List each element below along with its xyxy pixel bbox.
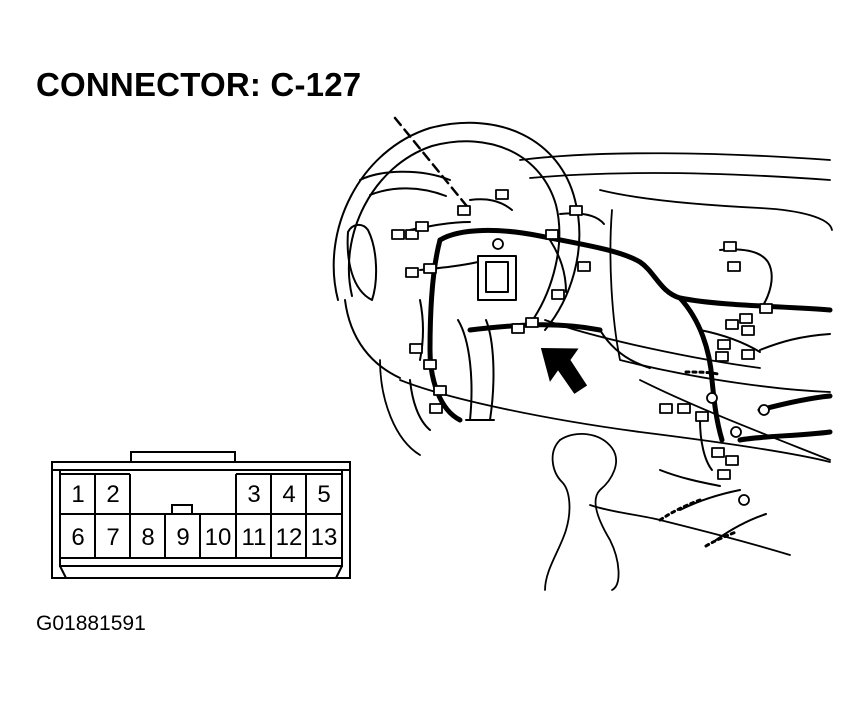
connector-face (51, 451, 351, 579)
wiring-harness (427, 227, 833, 443)
diagram-title: CONNECTOR: C-127 (36, 66, 362, 103)
shift-lever (544, 433, 791, 591)
pin-label: 7 (106, 524, 119, 551)
pin-label: 6 (71, 524, 84, 551)
pin-label: 9 (176, 524, 189, 551)
harness-connectors (391, 189, 773, 506)
pin-label: 5 (317, 481, 330, 508)
pin-label: 3 (247, 481, 260, 508)
connector-pin-labels: 1 2 3 4 5 6 7 8 9 10 11 12 13 (71, 481, 337, 551)
pin-label: 10 (205, 524, 232, 551)
steering-column (457, 255, 517, 421)
pin-label: 8 (141, 524, 154, 551)
branch-wires (409, 198, 831, 541)
location-arrow (540, 347, 588, 394)
pin-label: 11 (242, 524, 267, 551)
pin-label: 2 (106, 481, 119, 508)
pin-label: 12 (276, 524, 303, 551)
pin-label: 1 (71, 481, 84, 508)
pin-label: 4 (282, 481, 295, 508)
figure-id: G01881591 (36, 612, 146, 635)
steering-wheel (332, 116, 581, 379)
dashboard-illustration (332, 116, 833, 591)
dashed-wires (658, 370, 738, 548)
instrument-panel (379, 152, 833, 463)
pin-label: 13 (311, 524, 338, 551)
